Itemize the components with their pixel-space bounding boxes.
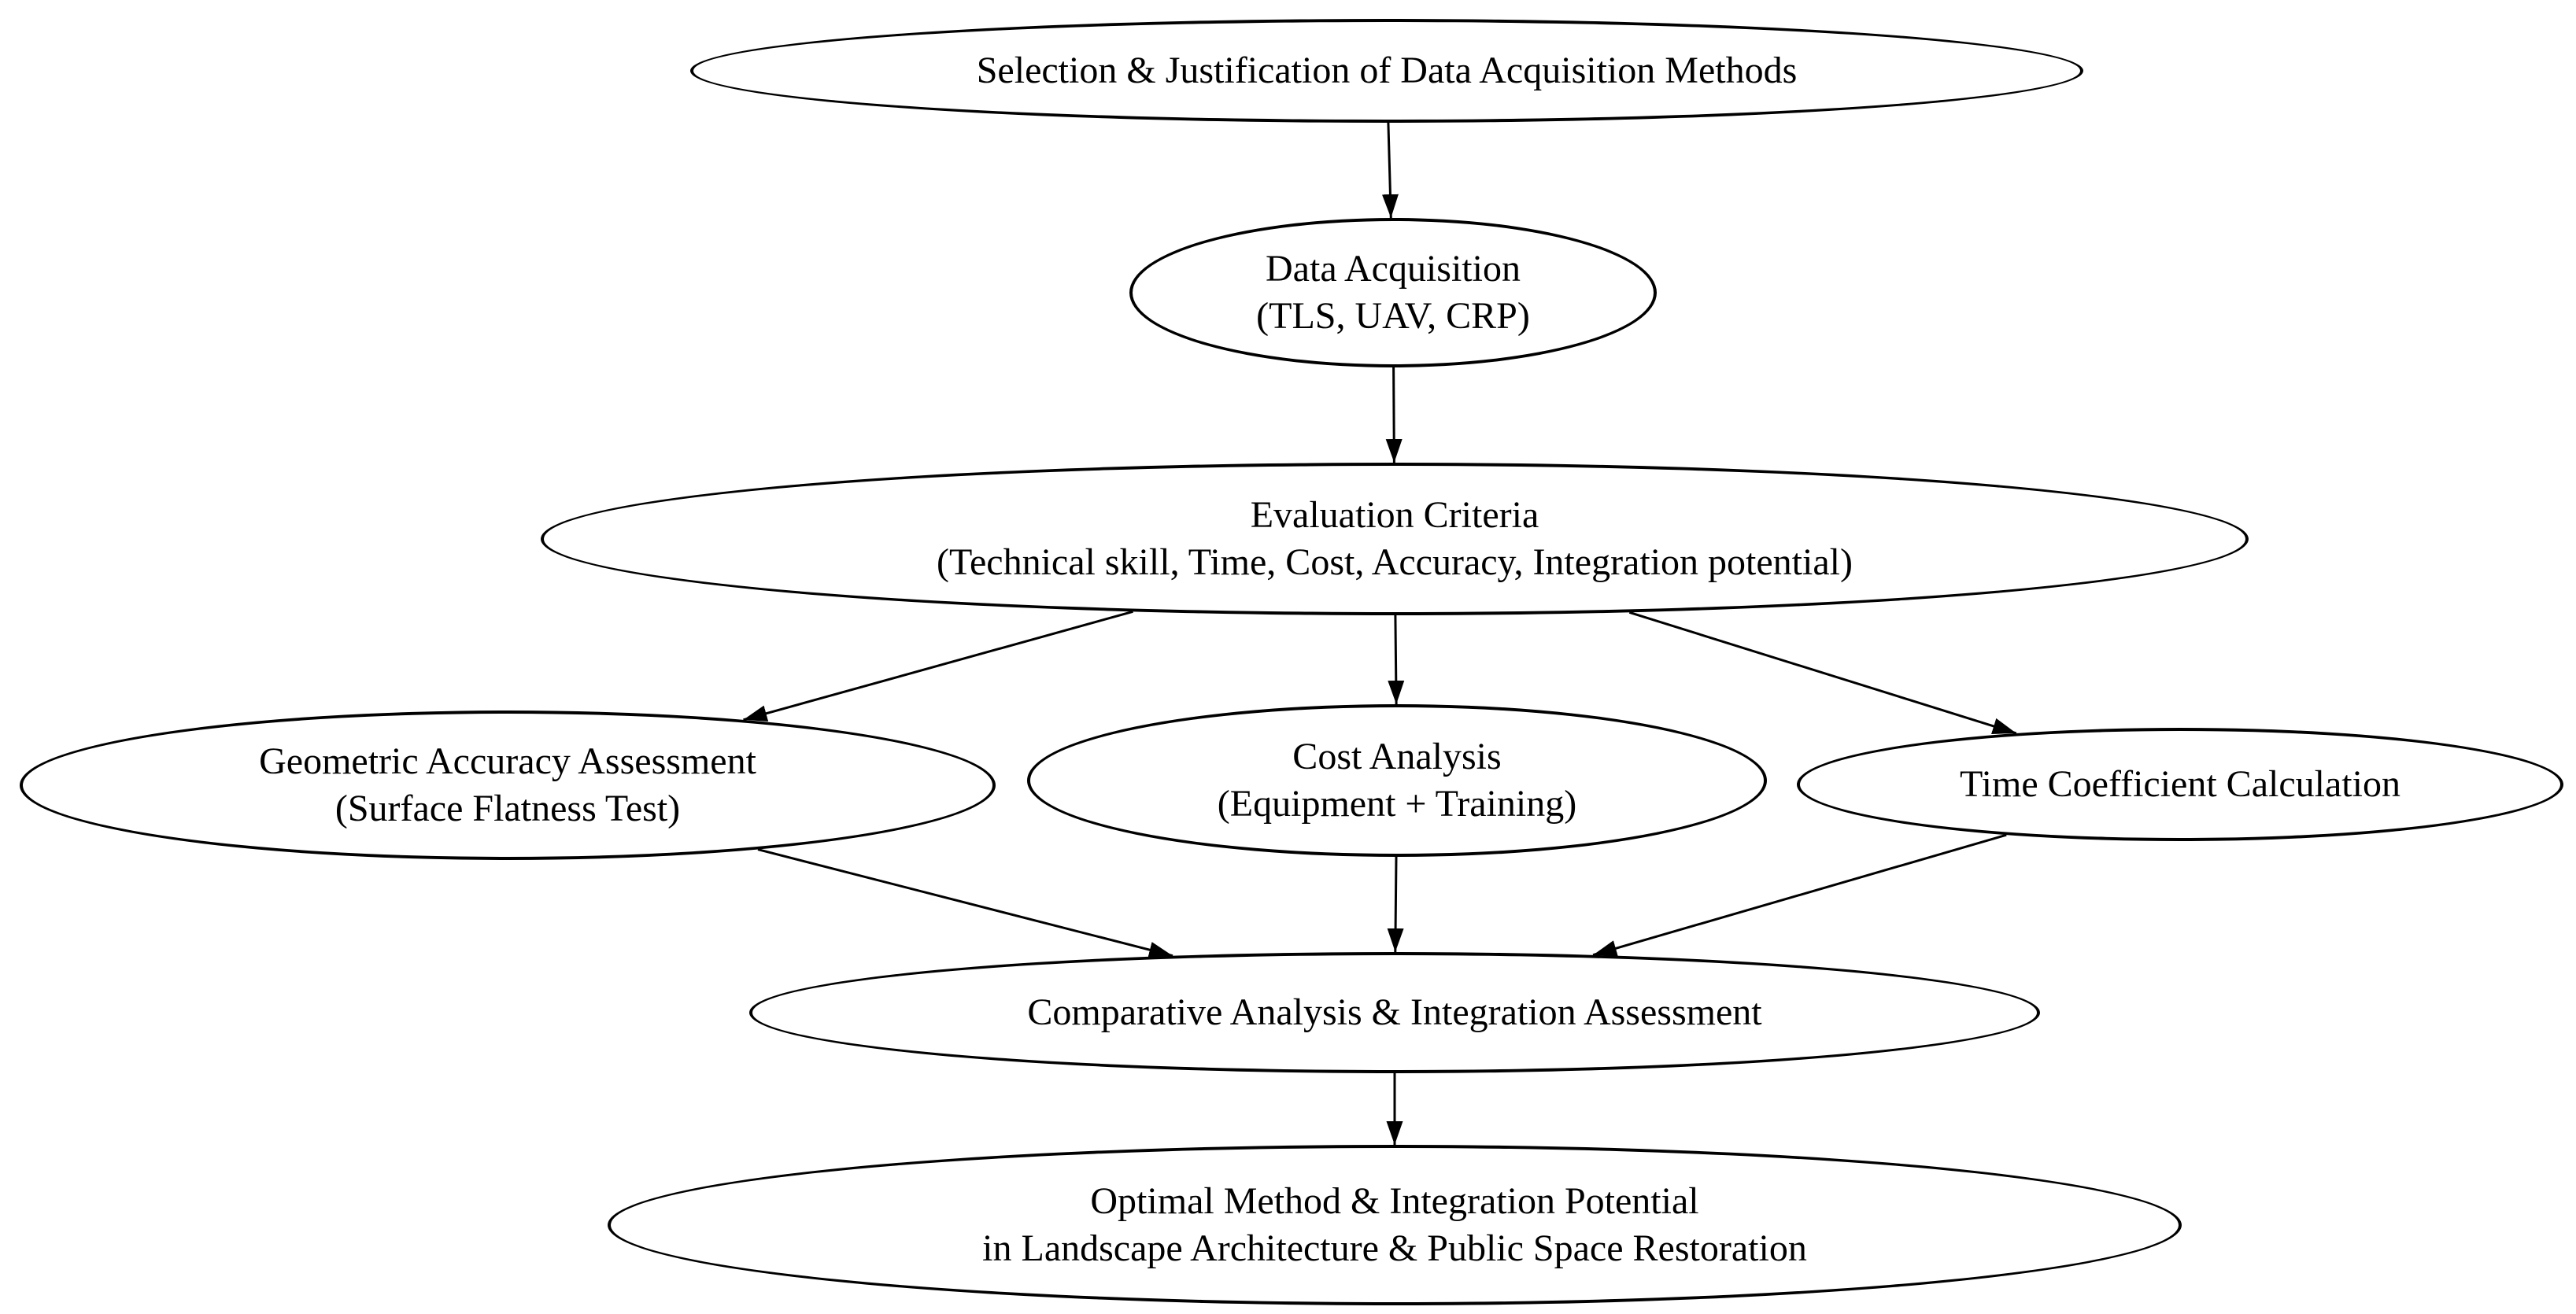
node-optimal-method: Optimal Method & Integration Potential in… bbox=[608, 1145, 2182, 1305]
node-label: Selection & Justification of Data Acquis… bbox=[976, 50, 1798, 91]
node-time-coefficient-calculation: Time Coefficient Calculation bbox=[1797, 728, 2563, 841]
node-label: in Landscape Architecture & Public Space… bbox=[982, 1227, 1807, 1269]
node-label: (Surface Flatness Test) bbox=[334, 788, 681, 829]
edge-evaluation-criteria-to-cost-analysis bbox=[1388, 615, 1405, 705]
node-selection-justification: Selection & Justification of Data Acquis… bbox=[690, 19, 2083, 123]
edge-data-acquisition-to-evaluation-criteria bbox=[1385, 367, 1403, 463]
node-comparative-analysis: Comparative Analysis & Integration Asses… bbox=[749, 952, 2040, 1073]
node-cost-analysis: Cost Analysis (Equipment + Training) bbox=[1027, 704, 1767, 857]
node-evaluation-criteria: Evaluation Criteria (Technical skill, Tim… bbox=[541, 463, 2249, 615]
edge-selection-justification-to-data-acquisition bbox=[1381, 122, 1399, 219]
node-label: Time Coefficient Calculation bbox=[1960, 763, 2400, 805]
node-label: Data Acquisition bbox=[1266, 248, 1521, 290]
node-label: Optimal Method & Integration Potential bbox=[1090, 1180, 1699, 1222]
node-label: Evaluation Criteria bbox=[1250, 494, 1539, 536]
node-label: Comparative Analysis & Integration Asses… bbox=[1027, 991, 1762, 1033]
edge-evaluation-criteria-to-geometric-accuracy-assessment bbox=[743, 610, 1133, 722]
node-data-acquisition: Data Acquisition (TLS, UAV, CRP) bbox=[1129, 218, 1657, 367]
node-label: Cost Analysis bbox=[1292, 736, 1502, 777]
edge-geometric-accuracy-assessment-to-comparative-analysis bbox=[757, 848, 1173, 958]
edge-evaluation-criteria-to-time-coefficient-calculation bbox=[1628, 611, 2017, 735]
node-label: (TLS, UAV, CRP) bbox=[1256, 295, 1530, 337]
node-label: Geometric Accuracy Assessment bbox=[259, 740, 756, 782]
node-geometric-accuracy-assessment: Geometric Accuracy Assessment (Surface Fl… bbox=[20, 711, 996, 860]
node-label: (Technical skill, Time, Cost, Accuracy, … bbox=[937, 541, 1853, 583]
edge-cost-analysis-to-comparative-analysis bbox=[1387, 856, 1404, 953]
node-label: (Equipment + Training) bbox=[1217, 783, 1577, 825]
edge-time-coefficient-calculation-to-comparative-analysis bbox=[1592, 833, 2007, 957]
